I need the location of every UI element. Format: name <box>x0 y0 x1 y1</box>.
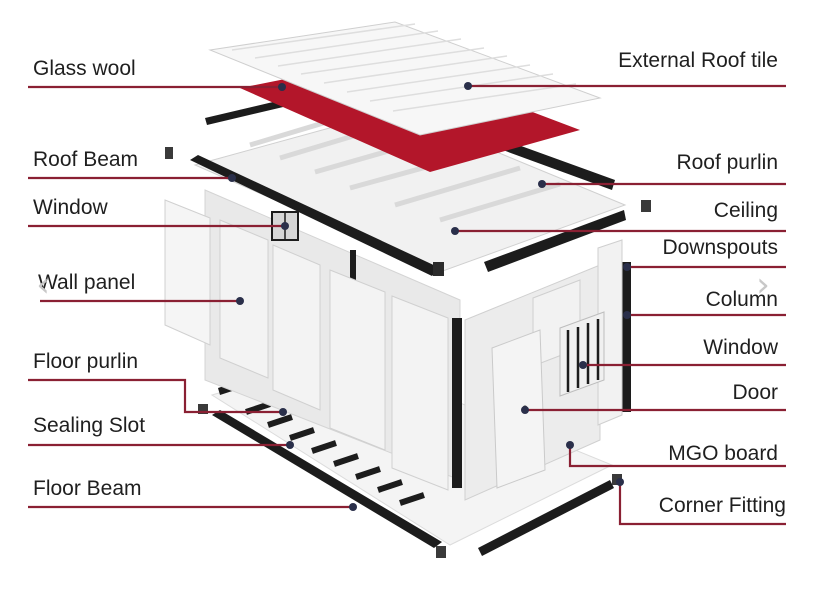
wall-panel-2 <box>219 219 269 379</box>
label-floor-purlin: Floor purlin <box>33 350 139 373</box>
label-window-right: Window <box>703 336 778 359</box>
column-right <box>622 262 631 412</box>
roof-beam-right <box>484 210 626 272</box>
roof-beam-front <box>190 155 440 276</box>
label-floor-beam: Floor Beam <box>33 477 142 500</box>
leader-lines <box>28 84 786 526</box>
roof-corner-1 <box>165 147 173 159</box>
wall-structure <box>164 189 631 501</box>
floor-beam-right <box>478 480 614 556</box>
corner-fitting-fl <box>198 404 208 414</box>
label-sealing-slot: Sealing Slot <box>33 414 146 437</box>
label-glass-wool: Glass wool <box>33 57 136 80</box>
side-window-bars <box>566 319 600 392</box>
label-roof-beam: Roof Beam <box>33 148 139 171</box>
label-window-left: Window <box>33 196 108 219</box>
roof-corner-2 <box>433 262 444 276</box>
column-front-left <box>452 318 462 488</box>
wall-panel-4 <box>329 269 386 451</box>
chevron-left-icon[interactable]: ‹ <box>36 265 50 305</box>
label-roof-purlin: Roof purlin <box>676 151 778 174</box>
label-corner-fitting: Corner Fitting <box>658 494 786 517</box>
label-external-roof-tile: External Roof tile <box>618 49 778 72</box>
roof-corner-3 <box>641 200 651 212</box>
external-roof-tile-layer <box>208 21 602 136</box>
side-window <box>559 311 605 397</box>
label-ceiling: Ceiling <box>713 199 778 222</box>
label-column: Column <box>705 288 778 311</box>
roof-purlins <box>249 115 561 223</box>
label-wall-panel: Wall panel <box>38 271 136 294</box>
leader-corner-fitting <box>618 482 786 526</box>
column-back <box>350 250 356 290</box>
label-door: Door <box>732 381 778 404</box>
leader-floor-purlin <box>28 378 283 414</box>
wall-panel-5 <box>391 295 449 491</box>
leader-mgo-board <box>568 445 786 468</box>
label-downspouts: Downspouts <box>662 236 778 259</box>
label-mgo-board: MGO board <box>668 442 778 465</box>
wall-panel-3 <box>272 244 321 411</box>
wall-panel-1 <box>164 199 211 346</box>
door-leaf <box>491 329 546 489</box>
corner-fitting-fr <box>436 546 446 558</box>
floor-purlins <box>245 401 425 506</box>
leader-dots <box>228 82 631 511</box>
chevron-right-icon[interactable]: › <box>756 265 770 305</box>
